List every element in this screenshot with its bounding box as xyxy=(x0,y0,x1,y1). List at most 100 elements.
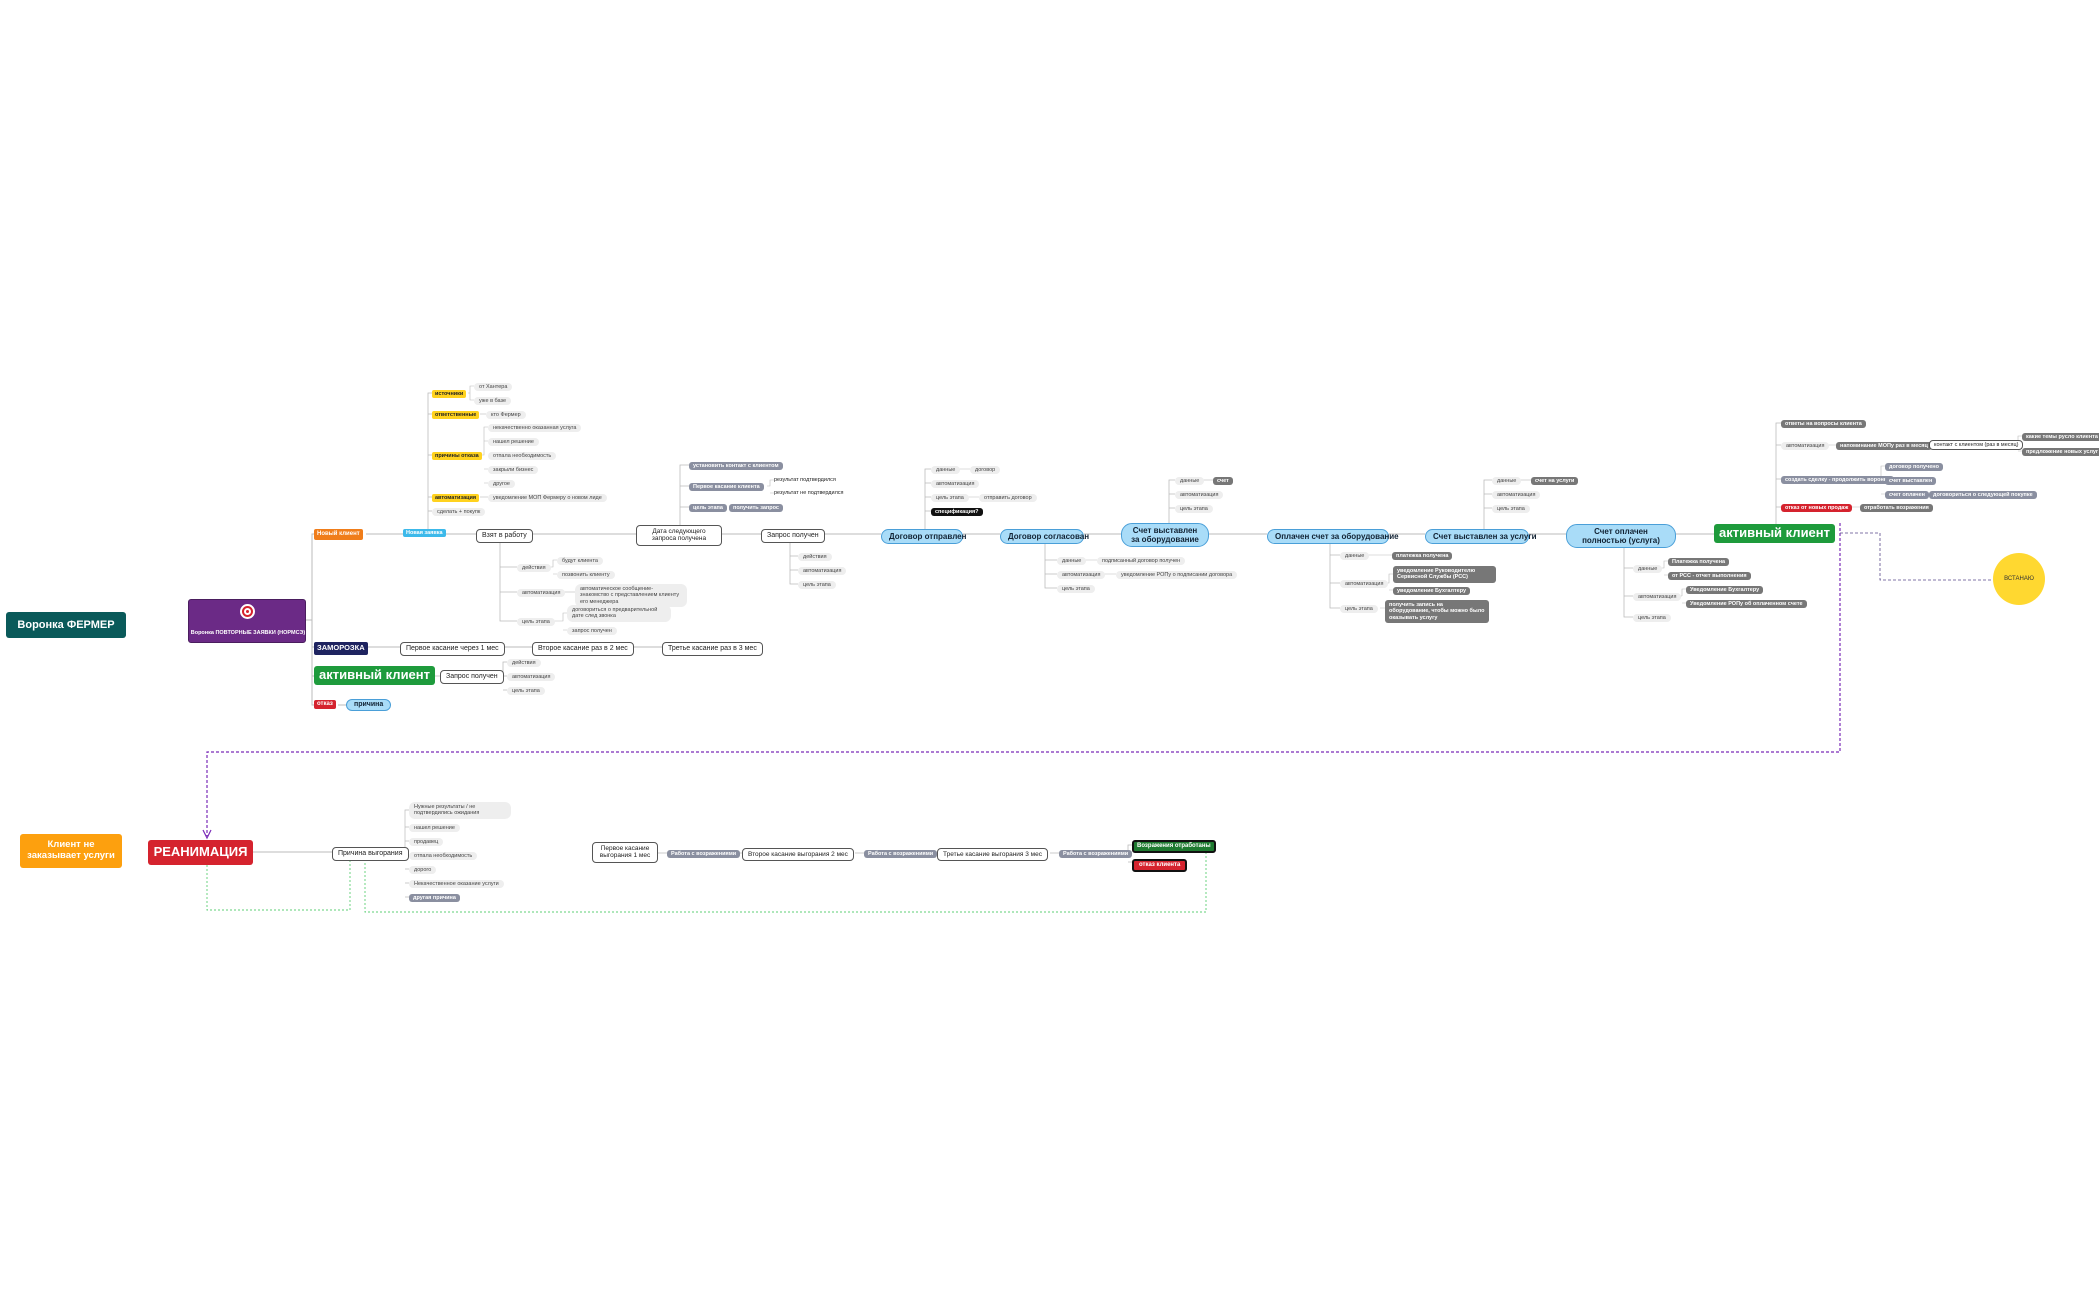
freeze-touch-1[interactable]: Первое касание через 1 мес xyxy=(400,642,505,657)
taken-action-item[interactable]: позвонить клиенту xyxy=(557,571,615,580)
monthly-contact-node[interactable]: контакт с клиентом (раз в месяц) xyxy=(1929,440,2024,451)
paid-eq-data[interactable]: данные xyxy=(1340,552,1370,561)
root-node[interactable]: Воронка ПОВТОРНЫЕ ЗАЯВКИ (НОРМСЭ) xyxy=(188,599,306,643)
agreed-data[interactable]: данные xyxy=(1057,557,1087,566)
taken-automation-label[interactable]: автоматизация xyxy=(517,589,566,598)
responsible-item[interactable]: кто Фермер xyxy=(486,411,526,420)
paid-sv-automation[interactable]: автоматизация xyxy=(1633,593,1682,602)
refusal-reason-item[interactable]: другое xyxy=(488,480,515,489)
establish-contact-node[interactable]: установить контакт с клиентом xyxy=(689,462,783,471)
request-item[interactable]: действия xyxy=(798,553,832,562)
inv-sv-goal[interactable]: цель этапа xyxy=(1492,505,1530,514)
create-deal-node[interactable]: создать сделку - продолжить воронку xyxy=(1781,476,1894,485)
burnout-reason-item[interactable]: нашел решение xyxy=(409,824,460,833)
request-item[interactable]: цель этапа xyxy=(798,581,836,590)
paid-sv-data-item[interactable]: Платежка получена xyxy=(1668,558,1730,567)
new-lead-node[interactable]: Новая заявка xyxy=(403,529,446,538)
refusal-reason-item[interactable]: некачественно оказанная услуга xyxy=(488,424,582,433)
deal-paid[interactable]: счет оплачен xyxy=(1885,491,1929,500)
agreed-goal[interactable]: цель этапа xyxy=(1057,585,1095,594)
next-date-node[interactable]: Дата следующего запроса получена xyxy=(636,525,722,546)
agreed-data-item[interactable]: подписанный договор получен xyxy=(1097,557,1186,566)
taken-goal-item[interactable]: запрос получен xyxy=(567,627,617,636)
next-purchase-node[interactable]: договориться о следующей покупке xyxy=(1929,491,2037,500)
taken-in-work-node[interactable]: Взят в работу xyxy=(476,529,533,544)
objections-handled-node[interactable]: Возражения отработаны xyxy=(1132,840,1216,853)
active-answers[interactable]: ответы на вопросы клиента xyxy=(1781,420,1866,429)
agreed-automation-item[interactable]: уведомление РОПу о подписании договора xyxy=(1116,571,1238,580)
contract-sent-goal[interactable]: цель этапа xyxy=(931,494,969,503)
branch-active-client[interactable]: активный клиент xyxy=(314,666,436,685)
refusal-reason-item[interactable]: закрыли бизнес xyxy=(488,466,539,475)
paid-sv-data[interactable]: данные xyxy=(1633,565,1663,574)
active-left-item[interactable]: цель этапа xyxy=(507,687,545,696)
taken-automation-item[interactable]: автоматическое сообщение-знакомство с пр… xyxy=(575,584,687,607)
paid-eq-goal-item[interactable]: получить запись на оборудование, чтобы м… xyxy=(1385,600,1489,623)
inv-eq-invoice[interactable]: счет xyxy=(1213,477,1233,486)
paid-sv-data-item[interactable]: от РСС - отчет выполнения xyxy=(1668,572,1751,581)
active-client-right-node[interactable]: активный клиент xyxy=(1714,524,1836,543)
paid-eq-automation[interactable]: автоматизация xyxy=(1340,580,1389,589)
taken-actions-label[interactable]: действия xyxy=(517,564,551,573)
active-left-item[interactable]: автоматизация xyxy=(507,673,556,682)
burnout-reason-item[interactable]: отпала необходимость xyxy=(409,852,478,861)
sources-label[interactable]: источники xyxy=(432,390,467,399)
next-goal-label[interactable]: цель этапа xyxy=(689,504,727,513)
result-confirmed[interactable]: результат подтвердился xyxy=(774,477,836,483)
paid-eq-automation-item[interactable]: уведомление Бухгалтеру xyxy=(1393,587,1471,596)
inv-sv-automation[interactable]: автоматизация xyxy=(1492,491,1541,500)
burnout-reason-item[interactable]: дорого xyxy=(409,866,437,875)
paid-eq-automation-item[interactable]: уведомление Руководителю Сервисной Служб… xyxy=(1393,566,1496,583)
burnout-reason-item[interactable]: Некачественное оказание услуги xyxy=(409,880,504,889)
specification-node[interactable]: спецификация? xyxy=(931,508,983,517)
paid-eq-goal[interactable]: цель этапа xyxy=(1340,605,1378,614)
inv-eq-data[interactable]: данные xyxy=(1175,477,1205,486)
burnout-reason-item[interactable]: продавец xyxy=(409,838,444,847)
paid-sv-goal[interactable]: цель этапа xyxy=(1633,614,1671,623)
paid-equipment-node[interactable]: Оплачен счет за оборудование xyxy=(1267,529,1399,545)
burnout-touch-3[interactable]: Третье касание выгорания 3 мес xyxy=(937,848,1049,862)
automation-top-label[interactable]: автоматизация xyxy=(432,494,480,503)
active-automation[interactable]: автоматизация xyxy=(1781,442,1830,451)
branch-refusal[interactable]: отказ xyxy=(314,700,336,709)
deal-invoice[interactable]: счет выставлен xyxy=(1885,477,1937,486)
inv-eq-goal[interactable]: цель этапа xyxy=(1175,505,1213,514)
new-services-offer[interactable]: предложение новых услуг xyxy=(2022,448,2099,457)
objection-work-2[interactable]: Работа с возражениями xyxy=(864,850,938,859)
client-refusal-node[interactable]: отказ клиента xyxy=(1132,859,1188,872)
taken-goal-item[interactable]: договориться о предварительной дате след… xyxy=(567,605,671,622)
paid-sv-automation-item[interactable]: Уведомление Бухгалтеру xyxy=(1686,586,1764,595)
paid-eq-data-item[interactable]: платежка получена xyxy=(1392,552,1453,561)
contract-agreed-node[interactable]: Договор согласован xyxy=(1000,529,1089,545)
freeze-touch-3[interactable]: Третье касание раз в 3 мес xyxy=(662,642,763,657)
source-item[interactable]: от Хантера xyxy=(474,383,513,392)
contract-sent-data-item[interactable]: договор xyxy=(970,466,1001,475)
taken-action-item[interactable]: будут клиента xyxy=(557,557,603,566)
creation-task-node[interactable]: сделать + покупк xyxy=(432,508,486,517)
funnel-title[interactable]: Воронка ФЕРМЕР xyxy=(6,612,126,638)
invoice-services-node[interactable]: Счет выставлен за услуги xyxy=(1425,529,1537,545)
get-request-node[interactable]: получить запрос xyxy=(729,504,783,513)
burnout-touch-1[interactable]: Первое касание выгорания 1 мес xyxy=(592,842,658,863)
burnout-touch-2[interactable]: Второе касание выгорания 2 мес xyxy=(742,848,854,862)
inv-eq-automation[interactable]: автоматизация xyxy=(1175,491,1224,500)
burnout-reason-item[interactable]: Нужные результаты / не подтвердились ожи… xyxy=(409,802,511,819)
branch-freeze[interactable]: ЗАМОРОЗКА xyxy=(314,642,368,655)
invoice-equipment-node[interactable]: Счет выставлен за оборудование xyxy=(1121,523,1209,548)
branch-reanimation[interactable]: РЕАНИМАЦИЯ xyxy=(148,840,253,865)
objection-work-3[interactable]: Работа с возражениями xyxy=(1059,850,1133,859)
freeze-touch-2[interactable]: Второе касание раз в 2 мес xyxy=(532,642,634,657)
handle-objections-node[interactable]: отработать возражения xyxy=(1860,504,1933,513)
refusal-reasons-label[interactable]: причины отказа xyxy=(432,452,482,461)
request-received-node[interactable]: Запрос получен xyxy=(761,529,825,544)
objection-work-1[interactable]: Работа с возражениями xyxy=(667,850,741,859)
deal-contract[interactable]: договор получено xyxy=(1885,463,1943,472)
refusal-reason-item[interactable]: отпала необходимость xyxy=(488,452,557,461)
client-topics[interactable]: какие темы русло клиента xyxy=(2022,433,2099,442)
inv-sv-invoice[interactable]: счет на услуги xyxy=(1531,477,1579,486)
contract-sent-goal-item[interactable]: отправить договор xyxy=(979,494,1037,503)
paid-sv-automation-item[interactable]: Уведомление РОПу об оплаченном счете xyxy=(1686,600,1807,609)
contract-sent-automation[interactable]: автоматизация xyxy=(931,480,980,489)
sun-node[interactable]: ВСТАНАЮ xyxy=(1993,553,2045,605)
inv-sv-data[interactable]: данные xyxy=(1492,477,1522,486)
